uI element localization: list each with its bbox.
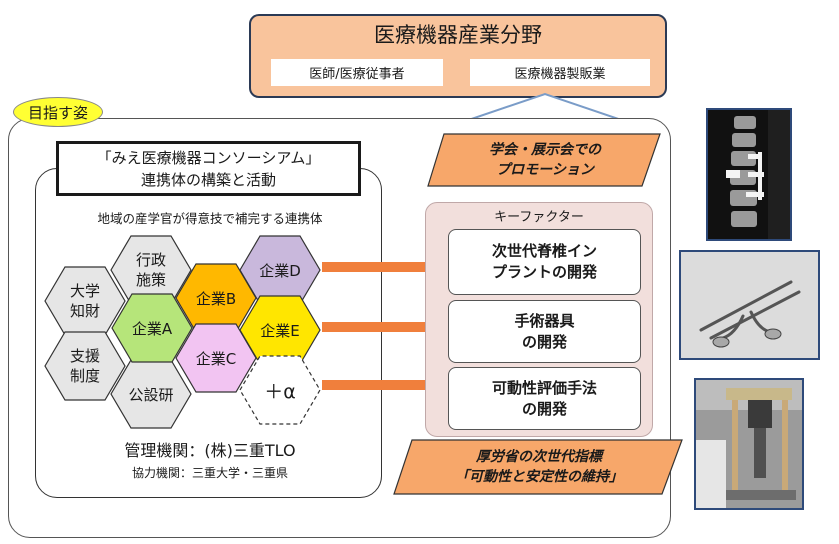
indicator-shape <box>393 439 683 495</box>
consortium-title-line2: 連携体の構築と活動 <box>140 170 276 189</box>
hex-kigyo-e-label: 企業E <box>260 321 300 340</box>
consortium-title: 「みえ医療機器コンソーシアム」 連携体の構築と活動 <box>56 141 361 196</box>
hex-plus <box>239 355 321 425</box>
surgical-instrument-image <box>679 250 820 360</box>
key-factor-label: キーファクター <box>494 209 584 225</box>
evaluation-machine-image <box>694 378 804 510</box>
consortium-subtitle: 地域の産学官が得意技で補完する連携体 <box>97 210 323 226</box>
hex-daigaku-label: 大学 知財 <box>69 282 100 320</box>
key-factor-item: 手術器具 の開発 <box>448 300 641 363</box>
key-factor-item: 可動性評価手法 の開発 <box>448 367 641 430</box>
promotion-shape <box>427 133 661 187</box>
cooperating-organizations: 協力機関：三重大学・三重県 <box>131 465 288 480</box>
hex-gyousei-label: 行政 施策 <box>135 251 166 289</box>
industry-manufacturers-box: 医療機器製販業 <box>470 59 650 86</box>
hex-plus-label: ＋α <box>264 380 296 403</box>
hex-shien-label: 支援 制度 <box>69 347 100 385</box>
promotion-text: 学会・展示会での プロモーション <box>489 142 601 178</box>
hex-kigyo-a <box>111 293 193 363</box>
spine-xray-image <box>706 108 792 241</box>
hex-kigyo-d-label: 企業D <box>259 261 301 280</box>
hex-kigyo-a-label: 企業A <box>131 319 173 338</box>
hex-kigyo-b-label: 企業B <box>195 289 237 308</box>
industry-title: 医療機器産業分野 <box>374 23 542 47</box>
key-factor-item: 次世代脊椎イン プラントの開発 <box>448 229 641 295</box>
management-organization: 管理機関：(株)三重TLO <box>124 441 296 460</box>
hex-shien <box>44 331 126 401</box>
hex-kigyo-c-label: 企業C <box>195 349 237 368</box>
consortium-title-line1: 「みえ医療機器コンソーシアム」 <box>96 148 321 167</box>
indicator-text: 厚労省の次世代指標 「可動性と安定性の維持」 <box>455 449 623 485</box>
industry-doctors-box: 医師/医療従事者 <box>271 59 443 86</box>
arrow-plus-icon <box>322 373 454 397</box>
arrow-e-icon <box>322 315 454 339</box>
goal-badge: 目指す姿 <box>13 97 103 127</box>
hex-kousetsuken-label: 公設研 <box>128 385 174 404</box>
arrow-d-icon <box>322 255 454 279</box>
